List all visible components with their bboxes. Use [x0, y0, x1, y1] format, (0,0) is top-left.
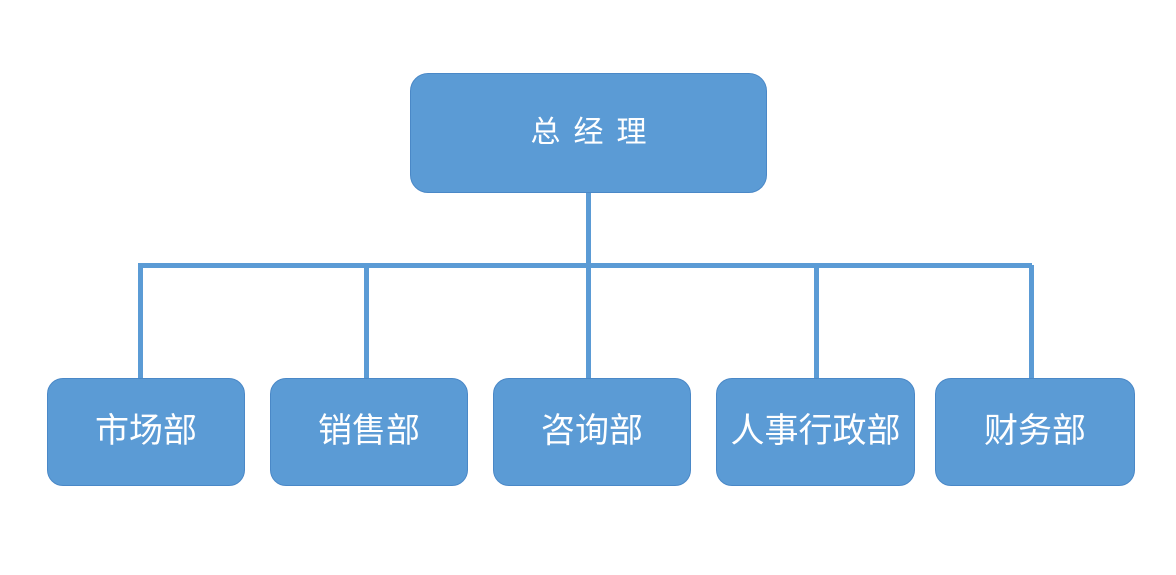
node-label-sales-department: 销售部 — [318, 413, 420, 450]
node-hr-admin-department[interactable]: 人事行政部 — [716, 378, 915, 486]
node-label-marketing-department: 市场部 — [95, 413, 197, 450]
node-label-hr-admin-department: 人事行政部 — [730, 413, 901, 450]
node-general-manager[interactable]: 总经理 — [410, 73, 767, 193]
node-marketing-department[interactable]: 市场部 — [47, 378, 245, 486]
node-label-finance-department: 财务部 — [984, 413, 1086, 450]
node-sales-department[interactable]: 销售部 — [270, 378, 468, 486]
node-finance-department[interactable]: 财务部 — [935, 378, 1135, 486]
node-label-consulting-department: 咨询部 — [541, 413, 643, 450]
node-consulting-department[interactable]: 咨询部 — [493, 378, 691, 486]
node-label-general-manager: 总经理 — [530, 116, 660, 149]
